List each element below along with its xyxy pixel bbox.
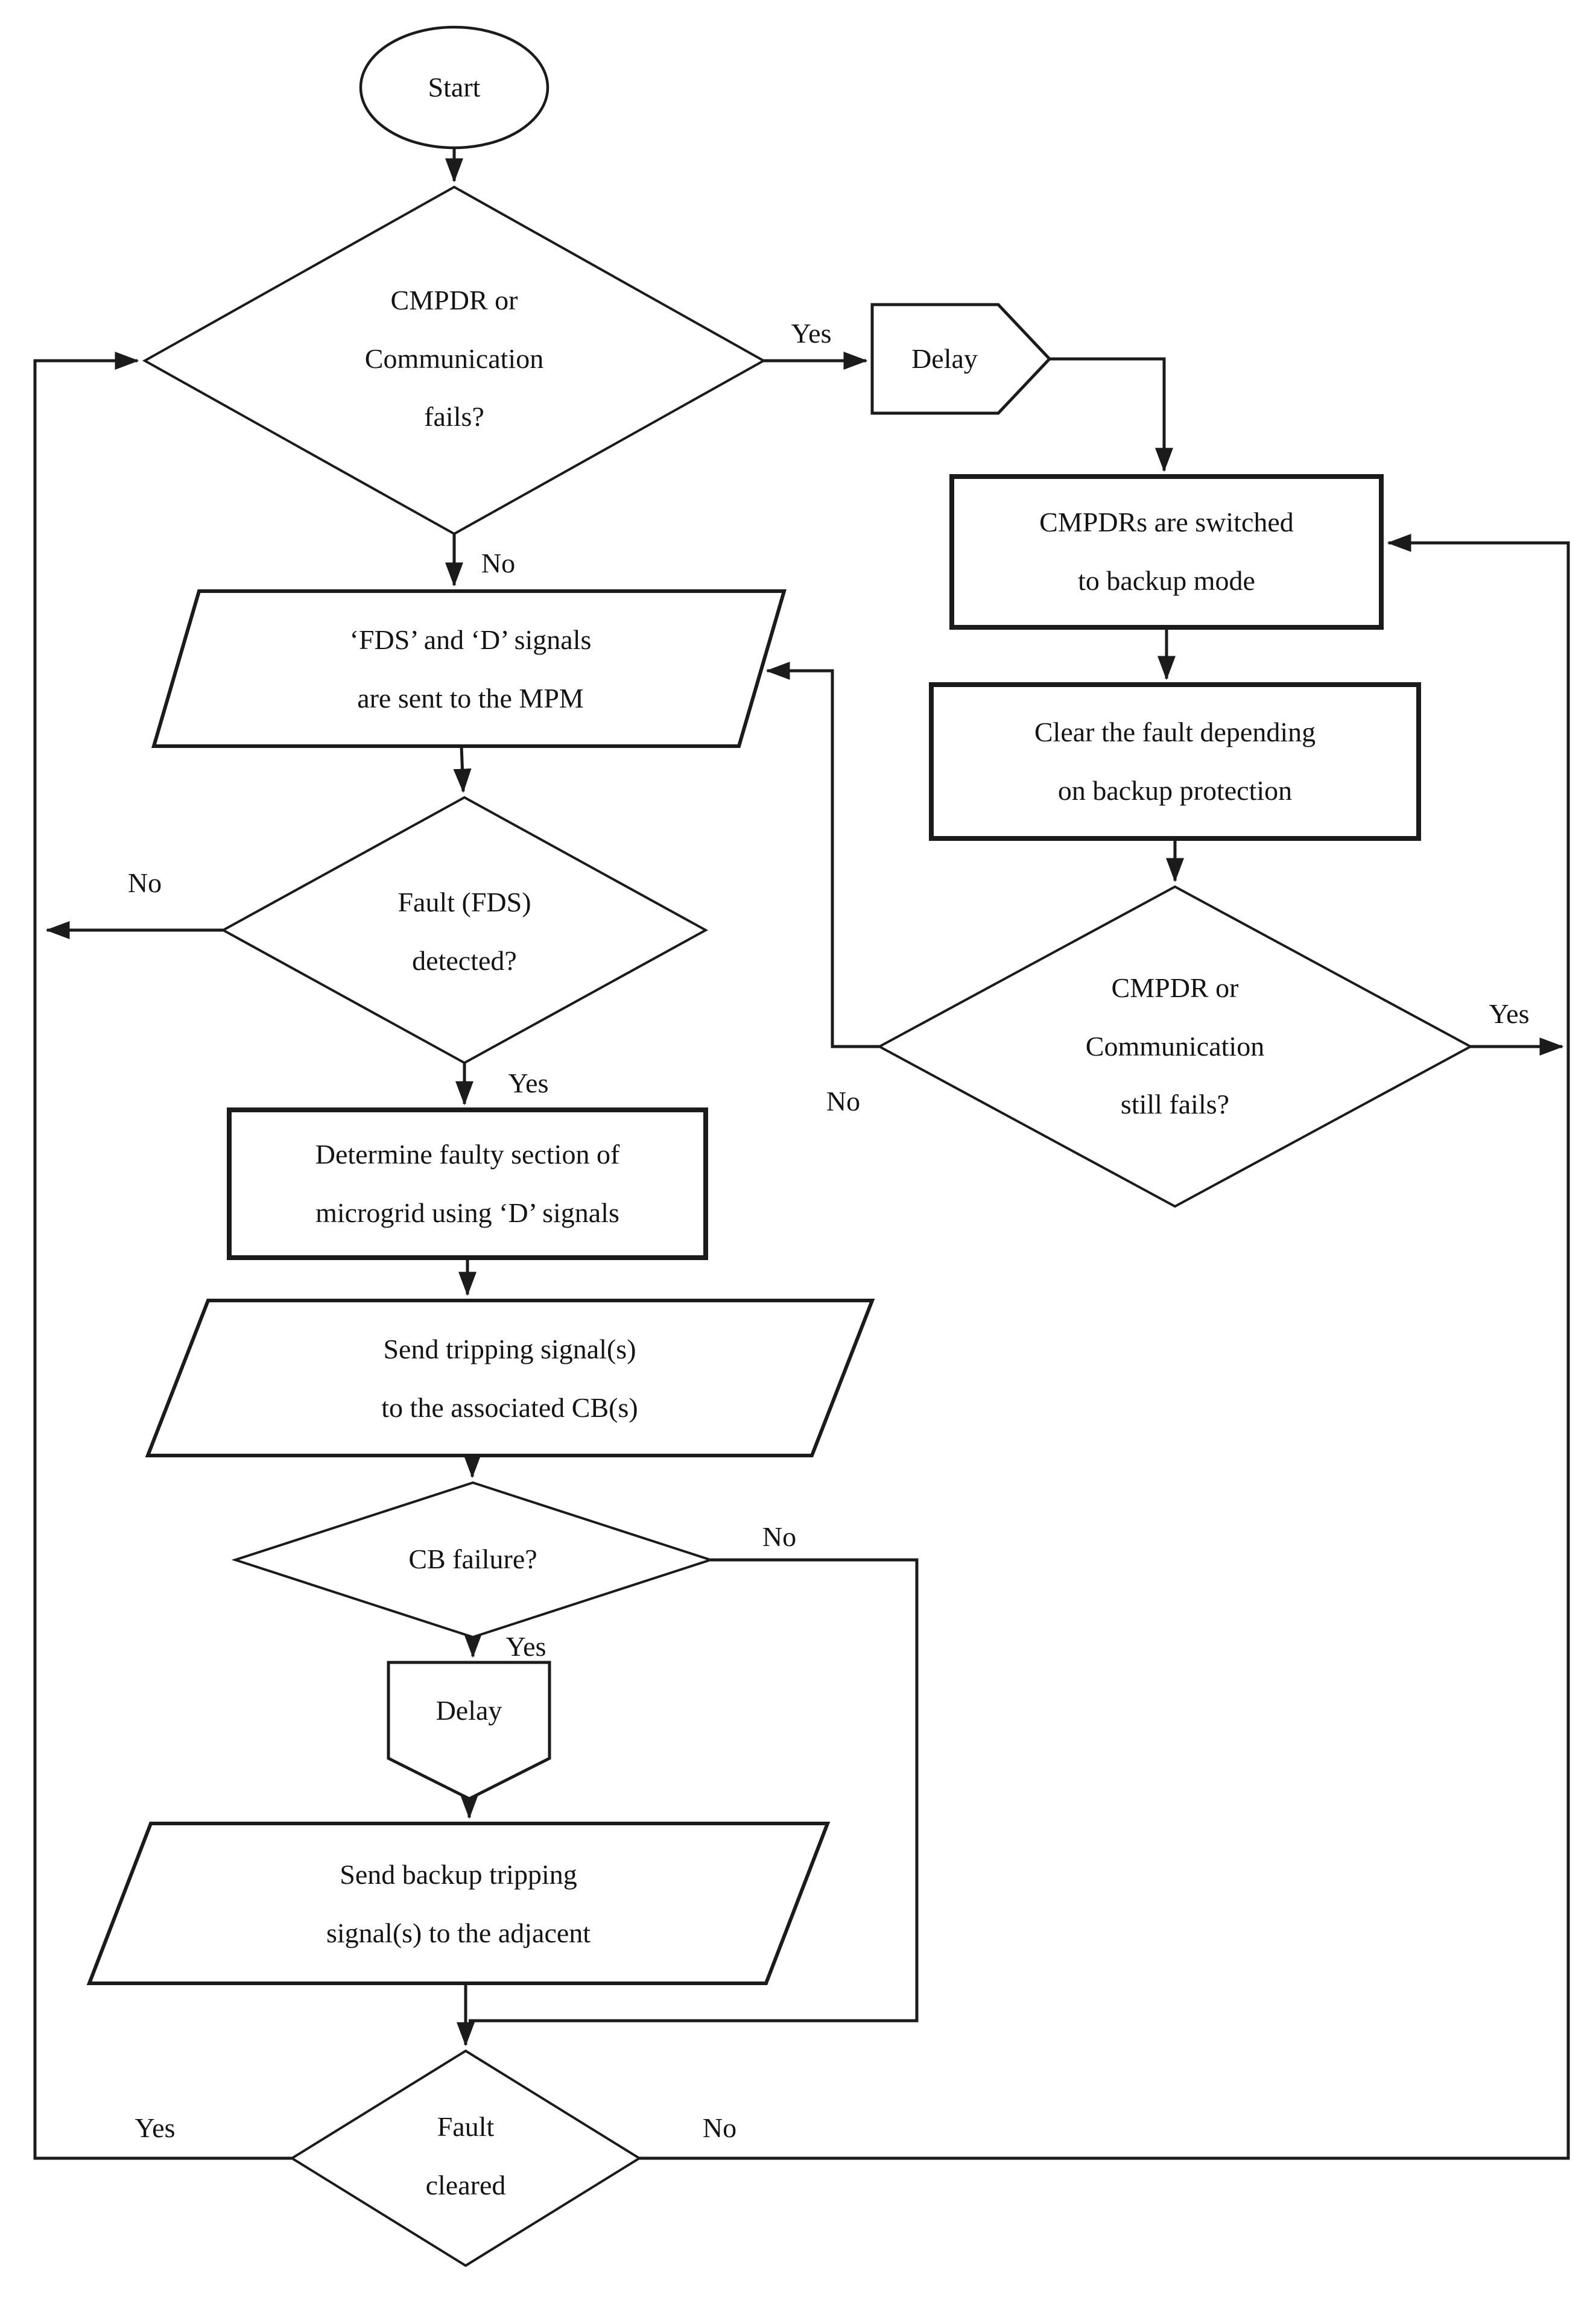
edge-label-d5-yes: Yes (135, 2112, 176, 2143)
edge-label-d4-yes: Yes (505, 1630, 546, 1662)
node-d1-shape (142, 185, 767, 536)
node-start-shape (359, 25, 549, 150)
node-p2-label: Send tripping signal(s) to the associate… (381, 1333, 638, 1423)
node-delay1-shape (870, 303, 1052, 415)
edge-label-d4-no: No (762, 1521, 797, 1552)
node-delay1-label: Delay (911, 343, 978, 374)
edge-label-d5-no: No (702, 2112, 737, 2143)
node-b2-shape (929, 682, 1421, 841)
edge-d2-no-to-p1 (765, 662, 879, 1048)
node-b1-shape (949, 474, 1384, 630)
edge-label-d2-no: No (826, 1085, 861, 1117)
edge-delay1-to-b1 (1050, 357, 1173, 472)
node-delay2-shape (387, 1661, 551, 1801)
edge-label-d1-no: No (481, 547, 516, 578)
edge-label-d2-yes: Yes (1489, 998, 1530, 1029)
node-b3-label: Determine faulty section of microgrid us… (315, 1138, 620, 1228)
node-p3-label: Send backup tripping signal(s) to the ad… (326, 1858, 591, 1948)
node-p1-shape (151, 589, 787, 748)
node-b2-label: Clear the fault depending on backup prot… (1034, 716, 1316, 806)
node-b1-label: CMPDRs are switched to backup mode (1039, 507, 1294, 596)
edge-p1-to-d3 (453, 746, 472, 793)
node-start-label: Start (428, 71, 481, 103)
node-delay2-label: Delay (435, 1694, 502, 1726)
node-d3-shape (220, 796, 709, 1065)
node-d5-label: Fault cleared (425, 2111, 506, 2200)
edge-label-d1-yes: Yes (791, 317, 832, 349)
edge-label-d3-yes: Yes (508, 1067, 549, 1098)
edge-d4-no-bypass (469, 1558, 919, 2023)
node-d3-label: Fault (FDS) detected? (397, 887, 531, 976)
node-p3-shape (86, 1822, 831, 1985)
node-d4-label: CB failure? (408, 1543, 537, 1574)
node-p2-shape (145, 1299, 875, 1457)
edge-d5-yes-feedback-to-d1 (33, 352, 292, 2160)
node-d2-label: CMPDR or Communication still fails? (1085, 972, 1265, 1120)
node-d5-shape (290, 2049, 642, 2267)
node-d4-shape (231, 1481, 715, 1639)
node-p1-label: ‘FDS’ and ‘D’ signals are sent to the MP… (349, 624, 592, 714)
node-d2-shape (876, 885, 1474, 1208)
edge-label-d3-no: No (127, 867, 162, 898)
node-b3-shape (227, 1107, 708, 1260)
edge-d5-no-feedback-to-b1 (639, 534, 1570, 2160)
node-d1-label: CMPDR or Communication fails? (364, 285, 544, 432)
